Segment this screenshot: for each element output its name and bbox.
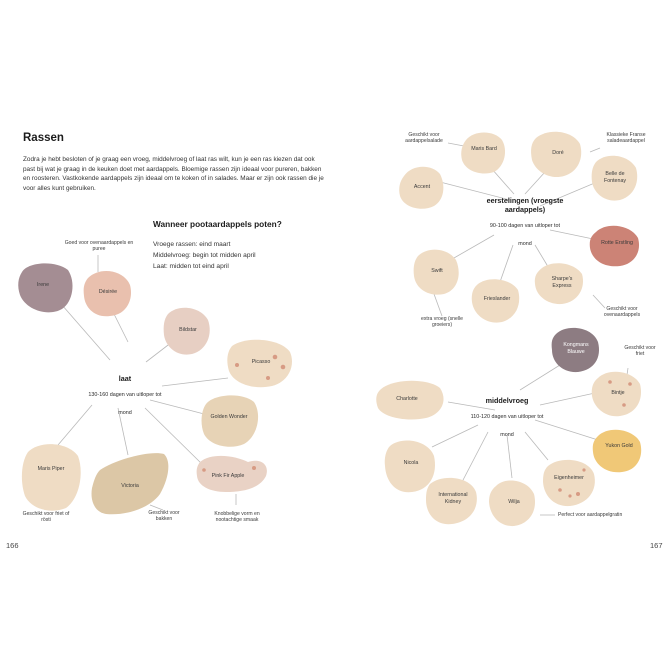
potato-label-yukon: Yukon Gold: [605, 443, 633, 449]
potato-label-nicola: Nicola: [403, 460, 419, 466]
potato-irene-shape: [18, 263, 73, 313]
planting-line-mid: Middelvroeg: begin tot midden april: [153, 252, 256, 259]
potato-label-charlotte: Charlotte: [396, 396, 418, 402]
potato-label-accent: Accent: [413, 184, 431, 190]
potato-label-wilja: Wilja: [508, 499, 520, 505]
hub-laat: laat 130-160 dagen van uitloper tot mond: [84, 374, 166, 419]
potato-rotte-shape: [589, 225, 640, 267]
note-bakken: Geschikt voor bakken: [148, 510, 180, 523]
potato-picasso-shape: [227, 339, 292, 388]
hub-laat-name: laat: [118, 374, 132, 383]
potato-friesland-shape: [471, 279, 520, 323]
potato-eigenheimer-shape: [543, 459, 595, 507]
page-number-left: 166: [6, 541, 19, 550]
potato-label-dore: Doré: [552, 150, 564, 156]
intro-paragraph: Zodra je hebt besloten of je graag een v…: [23, 156, 324, 192]
note-gratin: Perfect voor aardappelgratin: [558, 512, 623, 518]
potato-label-bildstar: Bildstar: [179, 327, 197, 333]
potato-label-irene: Irene: [36, 282, 50, 288]
page-title: Rassen: [23, 132, 64, 144]
potato-pink-fir-shape: [196, 455, 267, 492]
hub-middelvroeg-name: middelvroeg: [485, 396, 529, 405]
note-aardappelsalade: Geschikt voor aardappelsalade: [405, 132, 443, 145]
potato-yukon-shape: [592, 429, 642, 473]
potato-accent-shape: [399, 166, 444, 209]
potato-desiree-shape: [83, 270, 132, 317]
potato-maris-bard-shape: [461, 132, 506, 174]
potato-label-desiree: Désirée: [98, 289, 118, 295]
potato-label-swift: Swift: [431, 268, 443, 274]
potato-label-belle: Belle de Fontenay: [603, 171, 627, 184]
potato-label-friesland: Frieslander: [483, 296, 511, 302]
hub-middelvroeg: middelvroeg 110-120 dagen van uitloper t…: [470, 396, 544, 441]
potato-swift-shape: [413, 249, 459, 295]
hub-laat-sub: 130-160 dagen van uitloper tot mond: [88, 392, 162, 416]
potato-label-bintje: Bintje: [611, 390, 625, 396]
hub-eerstelingen-name: eerstelingen (vroegste aardappels): [486, 196, 564, 214]
potato-maris-piper-shape: [21, 444, 81, 511]
potato-nicola-shape: [384, 440, 436, 493]
potato-dore-shape: [531, 131, 582, 178]
potato-label-eigenheimer: Eigenheimer: [554, 475, 584, 481]
hub-middelvroeg-sub: 110-120 dagen van uitloper tot mond: [470, 414, 544, 438]
planting-line-late: Laat: midden tot eind april: [153, 263, 229, 270]
potato-label-sharpes: Sharpe's Express: [551, 276, 573, 289]
potato-label-maris-piper: Maris Piper: [37, 466, 65, 472]
page-number-right: 167: [650, 541, 663, 550]
note-oven-puree: Goed voor ovenaardappels en puree: [64, 240, 134, 253]
potato-charlotte-shape: [376, 380, 444, 420]
potato-label-picasso: Picasso: [251, 359, 271, 365]
note-friet-rosti: Geschikt voor friet of rösti: [22, 511, 70, 524]
potato-wilja-shape: [489, 480, 536, 527]
potato-konigmans-shape: [551, 327, 600, 373]
hub-eerstelingen: eerstelingen (vroegste aardappels) 90-10…: [486, 196, 564, 250]
potato-label-international: International Kidney: [438, 492, 468, 505]
potato-label-konigmans: Kongmans Blauwe: [563, 342, 589, 355]
potato-label-rotte: Rotte Erstling: [601, 240, 633, 246]
note-franse-salade: Klassieke Franse saladeaardappel: [606, 132, 646, 145]
potato-label-maris-bard: Maris Bard: [471, 146, 497, 152]
potato-victoria-shape: [91, 453, 169, 515]
note-knobbelige: Knobbelige vorm en nootachtige smaak: [214, 511, 260, 524]
potato-bildstar-shape: [163, 307, 210, 355]
potato-belle-shape: [591, 155, 638, 201]
potato-sharpes-shape: [534, 263, 584, 305]
note-ovenaardappels: Geschikt voor ovenaardappels: [603, 306, 641, 319]
potato-golden-wonder-shape: [201, 395, 259, 447]
potato-label-pink-fir-apple: Pink Fir Apple: [211, 473, 245, 479]
potato-label-golden-wonder: Golden Wonder: [210, 414, 248, 420]
potato-label-victoria: Victoria: [121, 483, 139, 489]
note-extra-vroeg: extra vroeg (snelle groeiers): [421, 316, 463, 329]
potato-international-shape: [426, 477, 477, 525]
planting-line-early: Vroege rassen: eind maart: [153, 241, 231, 248]
planting-heading: Wanneer pootaardappels poten?: [153, 219, 282, 229]
note-friet: Geschikt voor friet: [624, 345, 656, 358]
hub-eerstelingen-sub: 90-100 dagen van uitloper tot mond: [489, 223, 561, 247]
